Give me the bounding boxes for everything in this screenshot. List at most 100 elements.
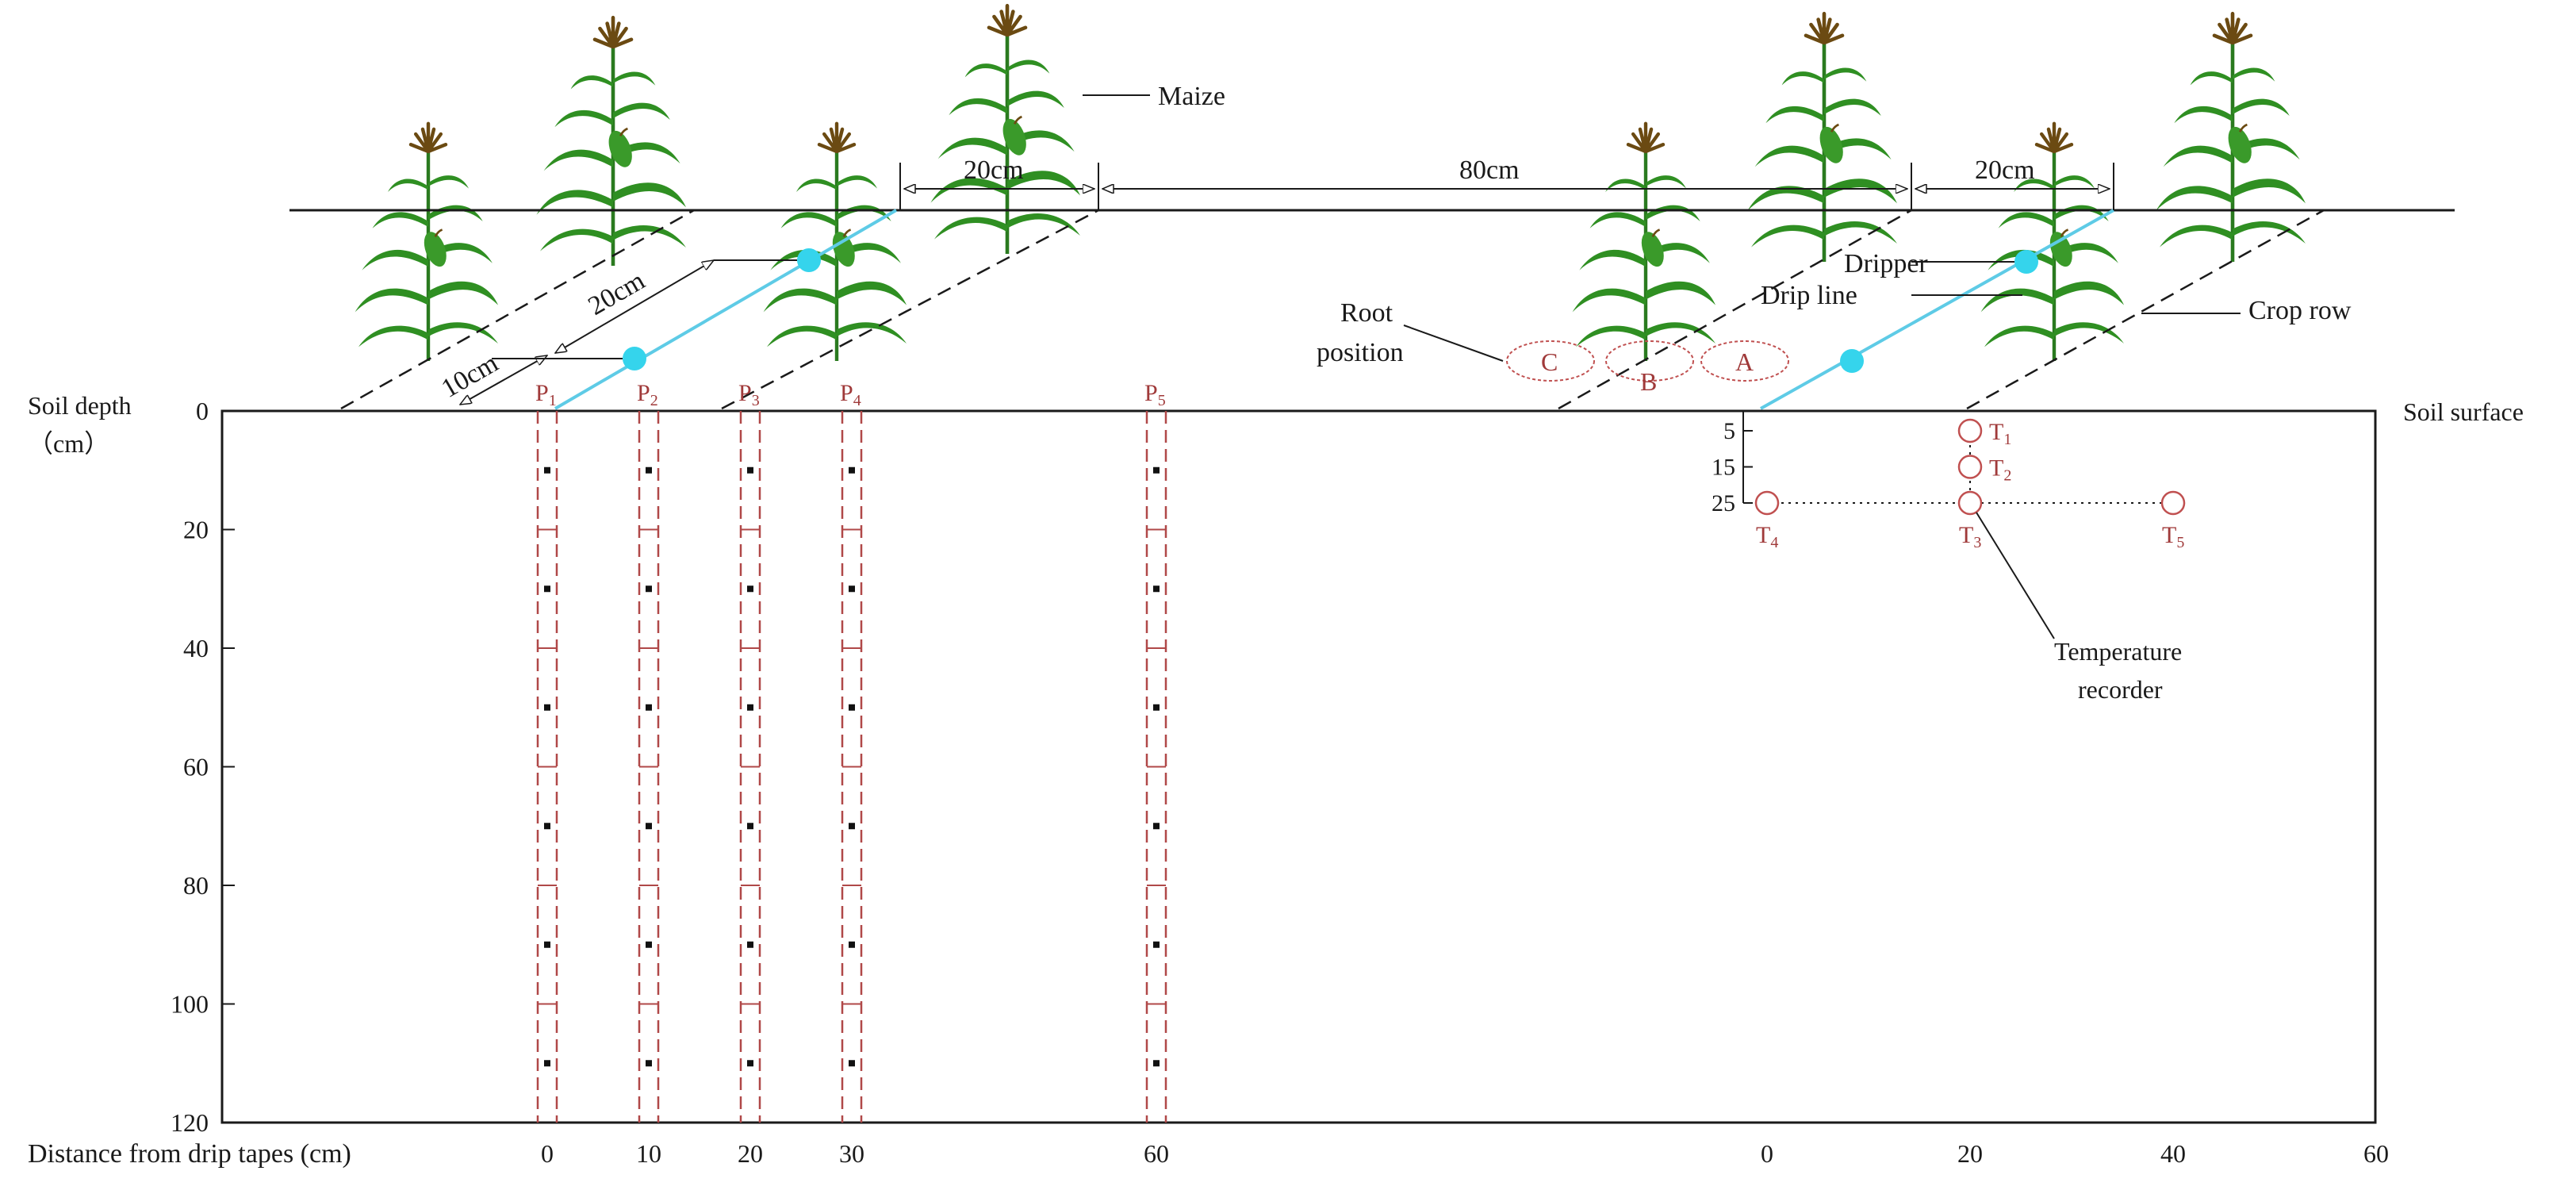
probe-label: P2 bbox=[637, 380, 658, 409]
probe: P1 bbox=[535, 380, 558, 1123]
root-ellipse-a bbox=[1700, 340, 1789, 382]
dim-80cm-label: 80cm bbox=[1459, 155, 1520, 185]
maize-plant bbox=[355, 124, 498, 361]
dimension-lines bbox=[460, 94, 2241, 405]
temp-depth-tick-label: 25 bbox=[1712, 490, 1735, 516]
depth-tick-label: 100 bbox=[171, 990, 209, 1019]
temperature-sensor bbox=[1957, 455, 1983, 479]
maize-plant bbox=[930, 6, 1080, 254]
root-position-label-2: position bbox=[1317, 338, 1404, 367]
temperature-sensor-label: T3 bbox=[1959, 522, 1981, 551]
dim-20cm-right-label: 20cm bbox=[1975, 155, 2035, 185]
dim-10cm-label: 10cm bbox=[437, 348, 504, 404]
temperature-sensor-label: T1 bbox=[1989, 419, 2011, 448]
sample-point bbox=[544, 1060, 550, 1067]
sample-point bbox=[849, 941, 855, 948]
dripper-icon bbox=[623, 347, 646, 370]
probe-label: P5 bbox=[1144, 380, 1166, 409]
temperature-sensor-label: T4 bbox=[1756, 522, 1778, 551]
sample-point bbox=[646, 941, 652, 948]
sample-point bbox=[544, 941, 550, 948]
probe: P4 bbox=[840, 380, 863, 1123]
x-axis-title: Distance from drip tapes (cm) bbox=[28, 1139, 351, 1169]
soil-depth-unit: （cm） bbox=[28, 429, 109, 458]
soil-depth-label: Soil depth bbox=[28, 391, 132, 420]
drip-line-label: Drip line bbox=[1761, 281, 1857, 310]
soil-depth-axis: 0 20 40 60 80 100 120 bbox=[171, 397, 235, 1137]
sample-point bbox=[646, 466, 652, 474]
temperature-sensor bbox=[1754, 490, 1780, 516]
x-tick-label: 0 bbox=[1761, 1139, 1773, 1168]
temperature-sensor bbox=[1957, 490, 1983, 516]
drip-line bbox=[554, 209, 898, 410]
probe: P3 bbox=[738, 380, 761, 1123]
depth-tick-label: 80 bbox=[183, 871, 209, 900]
depth-tick-label: 40 bbox=[183, 634, 209, 662]
x-tick-label: 60 bbox=[2363, 1139, 2389, 1168]
depth-tick-label: 60 bbox=[183, 753, 209, 781]
sample-point bbox=[544, 466, 550, 474]
dim-arrow-10cm bbox=[460, 355, 547, 405]
sample-point bbox=[849, 704, 855, 711]
probe-label: P4 bbox=[840, 380, 861, 409]
sample-point bbox=[646, 1060, 652, 1067]
dim-20cm-label: 20cm bbox=[964, 155, 1024, 185]
sample-point bbox=[544, 823, 550, 830]
probe-label: P3 bbox=[738, 380, 760, 409]
root-ellipse-c bbox=[1506, 340, 1595, 382]
crop-row-label: Crop row bbox=[2248, 296, 2352, 325]
drip-line bbox=[1760, 209, 2114, 410]
probe: P2 bbox=[637, 380, 660, 1123]
sample-point bbox=[747, 941, 753, 948]
probe: P5 bbox=[1144, 380, 1167, 1123]
root-positions bbox=[1506, 340, 1789, 382]
maize-label: Maize bbox=[1158, 82, 1225, 111]
x-tick-label: 0 bbox=[541, 1139, 554, 1168]
depth-tick-label: 0 bbox=[196, 397, 209, 425]
sample-point bbox=[849, 1060, 855, 1067]
dripper-icon bbox=[797, 248, 821, 272]
temp-depth-tick-label: 5 bbox=[1723, 418, 1735, 444]
temperature-recorder-label-1: Temperature bbox=[2054, 637, 2182, 666]
depth-tick-label: 20 bbox=[183, 516, 209, 544]
temperature-sensor bbox=[1957, 418, 1983, 443]
sample-point bbox=[544, 704, 550, 711]
dim-20cm-diagonal-label: 20cm bbox=[584, 266, 650, 321]
sample-point bbox=[747, 1060, 753, 1067]
x-tick-label: 60 bbox=[1144, 1139, 1169, 1168]
sample-point bbox=[747, 704, 753, 711]
sample-point bbox=[1153, 941, 1160, 948]
maize-plant bbox=[1573, 124, 1715, 361]
sample-point bbox=[849, 823, 855, 830]
sample-point bbox=[646, 704, 652, 711]
sample-point bbox=[849, 585, 855, 593]
sample-point bbox=[747, 585, 753, 593]
dripper-label: Dripper bbox=[1844, 249, 1928, 278]
temp-depth-tick-label: 15 bbox=[1712, 455, 1735, 481]
field-surface bbox=[289, 209, 2455, 410]
x-tick-label: 40 bbox=[2160, 1139, 2186, 1168]
depth-tick-label: 120 bbox=[171, 1108, 209, 1137]
root-ellipse-b bbox=[1605, 340, 1694, 382]
sample-point bbox=[747, 823, 753, 830]
x-tick-label: 30 bbox=[839, 1139, 864, 1168]
soil-sampling-probes: P1 P2 P3 P4 P5 bbox=[535, 380, 1167, 1123]
sample-point bbox=[1153, 466, 1160, 474]
maize-plant bbox=[2156, 13, 2306, 262]
temperature-sensor-label: T2 bbox=[1989, 455, 2011, 485]
sample-point bbox=[747, 466, 753, 474]
maize-plant bbox=[536, 17, 686, 266]
temperature-sensor-label: T5 bbox=[2162, 522, 2184, 551]
temperature-recorder-label-2: recorder bbox=[2078, 675, 2163, 704]
dripper-icon bbox=[2014, 250, 2038, 274]
sample-point bbox=[1153, 585, 1160, 593]
crop-row-line bbox=[1558, 209, 1912, 410]
root-b-label: B bbox=[1640, 367, 1657, 396]
sample-point bbox=[646, 585, 652, 593]
x-tick-label: 20 bbox=[1957, 1139, 1983, 1168]
probe-label: P1 bbox=[535, 380, 557, 409]
crop-row-line bbox=[1966, 209, 2325, 410]
